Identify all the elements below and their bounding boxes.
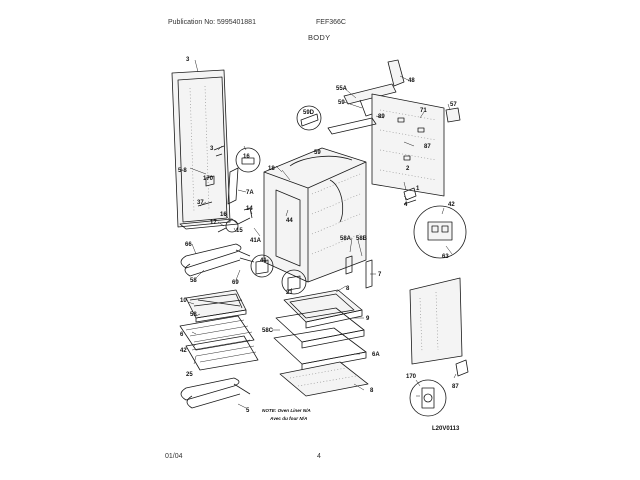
knob-circle-part xyxy=(235,147,261,173)
part-label: 59 xyxy=(314,150,321,156)
part-label: 58A xyxy=(340,236,352,242)
part-label: 18 xyxy=(268,166,275,172)
page-number: 4 xyxy=(317,453,321,460)
part-label: 25 xyxy=(186,372,193,378)
part-label: 4 xyxy=(404,202,408,208)
part-label: 6A xyxy=(372,352,380,358)
part-label: 57 xyxy=(450,102,457,108)
part-label: 6 xyxy=(180,332,184,338)
bake-element-part xyxy=(180,377,251,409)
section-title: BODY xyxy=(308,33,331,42)
part-label: 5 xyxy=(246,408,250,414)
part-label: 16 xyxy=(243,154,250,160)
broiler-pan-part xyxy=(185,289,247,323)
footer-date: 01/04 xyxy=(165,453,183,460)
part-label: 8 xyxy=(346,286,350,292)
label-plate-part xyxy=(445,107,461,123)
storage-drawer-part xyxy=(283,289,363,329)
part-label: 59 xyxy=(338,100,345,106)
note-line-2: Avec du four N/A xyxy=(269,416,307,421)
bottom-plate-part xyxy=(279,361,369,397)
part-label: 63 xyxy=(442,254,449,260)
part-label: 44 xyxy=(286,218,293,224)
part-label: 37 xyxy=(197,200,204,206)
wire-strip-part xyxy=(327,117,377,135)
drawer-tray-lower-part xyxy=(273,327,367,371)
part-label: 21 xyxy=(286,290,293,296)
note-line-1: NOTE: Oven Liner N/A xyxy=(262,408,311,413)
bracket-7a-part xyxy=(227,167,239,205)
detail-circle-59d xyxy=(296,105,322,131)
part-label: 7 xyxy=(378,272,382,278)
clip-170-part xyxy=(205,175,215,187)
terminal-block-circle-part xyxy=(413,205,467,259)
part-label: 48 xyxy=(408,78,415,84)
part-label: 170 xyxy=(406,374,417,380)
part-label: 55A xyxy=(336,86,348,92)
part-label: 10 xyxy=(180,298,187,304)
anti-tip-bracket-part xyxy=(455,359,469,377)
part-label: 59D xyxy=(303,110,315,116)
part-label: 58B xyxy=(356,236,368,242)
oven-cabinet-part xyxy=(263,147,367,283)
oven-rack-lower-part xyxy=(185,335,259,371)
part-label: 89 xyxy=(378,114,385,120)
part-label: 58C xyxy=(262,328,274,334)
part-label: 15 xyxy=(236,228,243,234)
part-label: 58 xyxy=(190,278,197,284)
part-label: 42 xyxy=(448,202,455,208)
oven-rack-upper-part xyxy=(179,315,255,351)
sensor-assembly-part xyxy=(217,207,253,233)
part-label: 5-8 xyxy=(178,168,187,174)
part-label: 58 xyxy=(190,312,197,318)
leveling-leg-circle-part xyxy=(409,379,447,417)
detail-circle-21 xyxy=(281,269,307,295)
rear-panel-part xyxy=(371,93,445,197)
part-label: 3 xyxy=(210,146,214,152)
part-label: 3 xyxy=(186,57,190,63)
part-label: 9 xyxy=(366,316,370,322)
part-label: 87 xyxy=(452,384,459,390)
diagram-code: L20V0113 xyxy=(432,426,460,432)
spacer-7-part xyxy=(365,259,373,289)
detail-circle-41 xyxy=(250,254,274,278)
part-label: 66 xyxy=(185,242,192,248)
part-label: 41 xyxy=(260,258,267,264)
pin-37-part xyxy=(197,201,213,207)
part-label: 16 xyxy=(220,212,227,218)
spacer-58a-part xyxy=(345,255,353,275)
part-label: 1 xyxy=(416,186,420,192)
right-side-panel-part xyxy=(409,277,463,365)
part-label: 41A xyxy=(250,238,262,244)
part-label: 8 xyxy=(370,388,374,394)
part-label: 87 xyxy=(424,144,431,150)
publication-number: Publication No: 5995401881 xyxy=(168,19,256,26)
bracket-4-part xyxy=(403,199,417,205)
part-label: 17 xyxy=(210,220,217,226)
model-number: FEF366C xyxy=(316,19,346,26)
part-label: 2 xyxy=(406,166,410,172)
part-label: 71 xyxy=(420,108,427,114)
part-label: 42 xyxy=(180,348,187,354)
part-label: 170 xyxy=(203,176,214,182)
drawer-tray-upper-part xyxy=(275,307,365,349)
broil-element-part xyxy=(180,243,255,277)
screw-part xyxy=(213,145,225,157)
part-label: 14 xyxy=(246,206,253,212)
part-label: 7A xyxy=(246,190,254,196)
part-label: 69 xyxy=(232,280,239,286)
side-panel-part xyxy=(171,69,239,230)
